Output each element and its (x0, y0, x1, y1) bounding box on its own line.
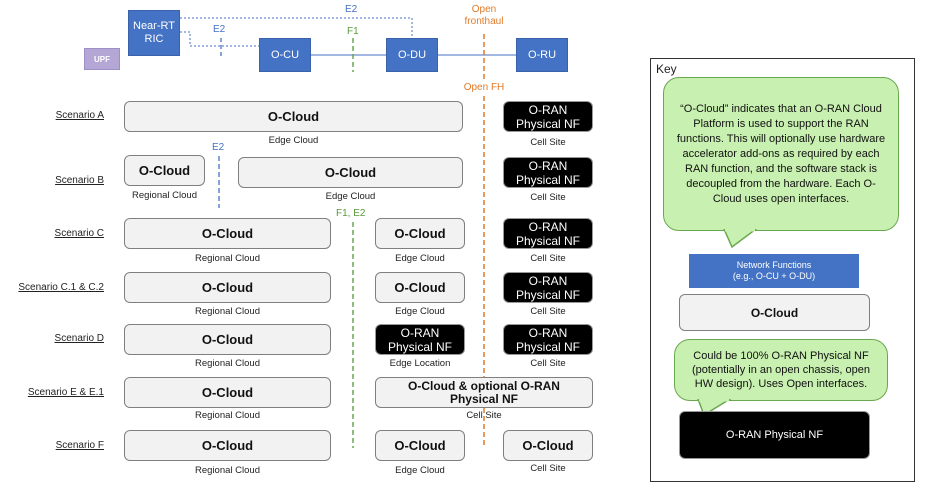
box-caption: Cell Site (530, 306, 566, 317)
physical-nf-box: O-RAN Physical NF (503, 272, 593, 303)
edge-cloud-box: O-Cloud (124, 101, 463, 132)
box-caption: Edge Cloud (395, 306, 445, 317)
box-caption: Edge Cloud (395, 465, 445, 476)
open-fh-label: Open FH (463, 82, 505, 93)
f1-e2-label: F1, E2 (336, 208, 366, 219)
box-caption: Cell Site (530, 137, 566, 148)
physical-nf-box: O-RAN Physical NF (503, 324, 593, 355)
ocloud-callout-bubble: “O-Cloud” indicates that an O-RAN Cloud … (663, 77, 899, 231)
scenario-label: Scenario F (55, 440, 104, 451)
scenario-label: Scenario A (55, 110, 104, 121)
box-caption: Edge Cloud (325, 191, 376, 202)
key-title: Key (656, 62, 677, 76)
key-panel (650, 58, 915, 482)
callout-tail (723, 229, 758, 249)
network-functions-box: Network Functions (e.g., O-CU + O-DU) (689, 254, 859, 288)
scenario-label: Scenario C.1 & C.2 (18, 282, 104, 293)
box-caption: Regional Cloud (195, 306, 260, 317)
open-fronthaul-label: Open fronthaul (464, 4, 504, 27)
scenario-label: Scenario E & E.1 (27, 387, 104, 398)
regional-cloud-box: O-Cloud (124, 377, 331, 408)
regional-cloud-box: O-Cloud (124, 430, 331, 461)
box-caption: Cell Site (530, 253, 566, 264)
box-caption: Cell Site (530, 358, 566, 369)
e2-top-label: E2 (345, 4, 358, 15)
edge-cloud-box: O-Cloud (375, 272, 465, 303)
key-ocloud-box: O-Cloud (679, 294, 870, 331)
cell-site-cloud-box: O-Cloud & optional O-RAN Physical NF (375, 377, 593, 408)
box-caption: Regional Cloud (132, 190, 197, 201)
upf-box: UPF (84, 48, 120, 70)
regional-cloud-box: O-Cloud (124, 218, 331, 249)
e2-left-label: E2 (213, 24, 226, 35)
regional-cloud-box: O-Cloud (124, 155, 205, 186)
box-caption: Regional Cloud (195, 358, 260, 369)
key-physical-nf-box: O-RAN Physical NF (679, 411, 870, 459)
box-caption: Cell Site (466, 410, 502, 421)
physical-nf-box: O-RAN Physical NF (503, 218, 593, 249)
o-ru-box: O-RU (516, 38, 568, 72)
scenario-label: Scenario C (54, 228, 104, 239)
box-caption: Regional Cloud (195, 253, 260, 264)
box-caption: Regional Cloud (195, 465, 260, 476)
scenario-label: Scenario B (55, 175, 104, 186)
scenario-label: Scenario D (54, 333, 104, 344)
physical-nf-callout-bubble: Could be 100% O-RAN Physical NF (potenti… (674, 339, 888, 401)
o-du-box: O-DU (386, 38, 438, 72)
e2-mid-label: E2 (212, 142, 225, 153)
o-cu-box: O-CU (259, 38, 311, 72)
physical-nf-box: O-RAN Physical NF (375, 324, 465, 355)
cell-site-cloud-box: O-Cloud (503, 430, 593, 461)
edge-cloud-box: O-Cloud (238, 157, 463, 188)
f1-label: F1 (347, 26, 359, 37)
physical-nf-box: O-RAN Physical NF (503, 157, 593, 188)
near-rt-ric-box: Near-RT RIC (128, 10, 180, 56)
box-caption: Cell Site (530, 192, 566, 203)
box-caption: Edge Cloud (268, 135, 319, 146)
regional-cloud-box: O-Cloud (124, 324, 331, 355)
box-caption: Edge Location (389, 358, 451, 369)
regional-cloud-box: O-Cloud (124, 272, 331, 303)
box-caption: Cell Site (530, 463, 566, 474)
box-caption: Regional Cloud (195, 410, 260, 421)
edge-cloud-box: O-Cloud (375, 218, 465, 249)
box-caption: Edge Cloud (395, 253, 445, 264)
edge-cloud-box: O-Cloud (375, 430, 465, 461)
physical-nf-box: O-RAN Physical NF (503, 101, 593, 132)
